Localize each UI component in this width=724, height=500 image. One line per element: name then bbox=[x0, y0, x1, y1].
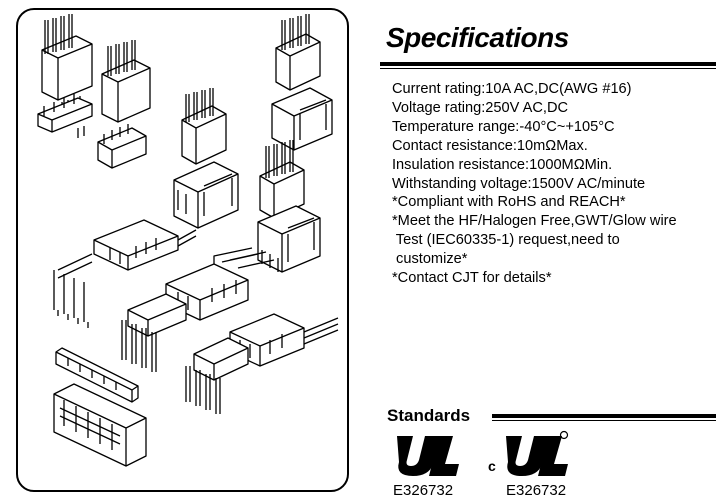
spec-item: Withstanding voltage:1500V AC/minute bbox=[392, 175, 646, 192]
spec-item: Temperature range:-40°C~+105°C bbox=[392, 118, 615, 135]
ul-logo-icon bbox=[397, 436, 459, 476]
standards-rule-thin bbox=[492, 420, 716, 421]
connector-crimp-housing-1 bbox=[53, 219, 197, 328]
specifications-title: Specifications bbox=[386, 22, 569, 53]
product-image-panel bbox=[16, 8, 349, 492]
cul-certification: c E326732 bbox=[488, 430, 570, 499]
cul-logo-icon bbox=[506, 430, 569, 476]
spec-item: *Compliant with RoHS and REACH* bbox=[392, 194, 626, 211]
connector-terminal-strip-2 bbox=[97, 124, 147, 169]
connector-vertical-header-4 bbox=[275, 14, 321, 91]
spec-item: Test (IEC60335-1) request,need to bbox=[392, 232, 620, 249]
connector-vertical-header-5 bbox=[259, 140, 305, 219]
connector-housing-box-1 bbox=[173, 161, 239, 229]
connector-vertical-header-1 bbox=[41, 14, 93, 122]
specifications-rule-thin bbox=[380, 68, 716, 69]
specifications-rule bbox=[380, 62, 716, 66]
ul-file-number: E326732 bbox=[393, 482, 454, 499]
connector-illustrations bbox=[37, 14, 339, 467]
connector-large-housing bbox=[53, 383, 147, 467]
connector-terminal-strip-1 bbox=[37, 94, 93, 138]
spec-item: Current rating:10A AC,DC(AWG #16) bbox=[392, 81, 632, 97]
connector-long-strip bbox=[55, 347, 139, 403]
spec-item: *Contact CJT for details* bbox=[392, 270, 552, 287]
connector-vertical-header-2 bbox=[101, 40, 151, 123]
standards-rule bbox=[492, 414, 716, 418]
spec-item: Voltage rating:250V AC,DC bbox=[392, 99, 569, 116]
spec-item: *Meet the HF/Halogen Free,GWT/Glow wire bbox=[392, 213, 677, 230]
spec-item: Contact resistance:10mΩMax. bbox=[392, 137, 588, 154]
connector-vertical-header-3 bbox=[181, 88, 227, 165]
connector-housing-box-2 bbox=[271, 87, 333, 151]
connector-housing-box-3 bbox=[257, 205, 321, 273]
cul-prefix: c bbox=[488, 458, 496, 474]
standards-title: Standards bbox=[387, 406, 471, 425]
ul-certification: E326732 bbox=[393, 430, 461, 499]
connector-right-angle-header-2 bbox=[185, 337, 249, 414]
connector-right-angle-header-1 bbox=[121, 293, 187, 372]
specifications-list: Current rating:10A AC,DC(AWG #16) Voltag… bbox=[392, 80, 718, 288]
cul-file-number: E326732 bbox=[506, 482, 567, 499]
spec-item: customize* bbox=[392, 251, 468, 268]
spec-item: Insulation resistance:1000MΩMin. bbox=[392, 156, 613, 173]
